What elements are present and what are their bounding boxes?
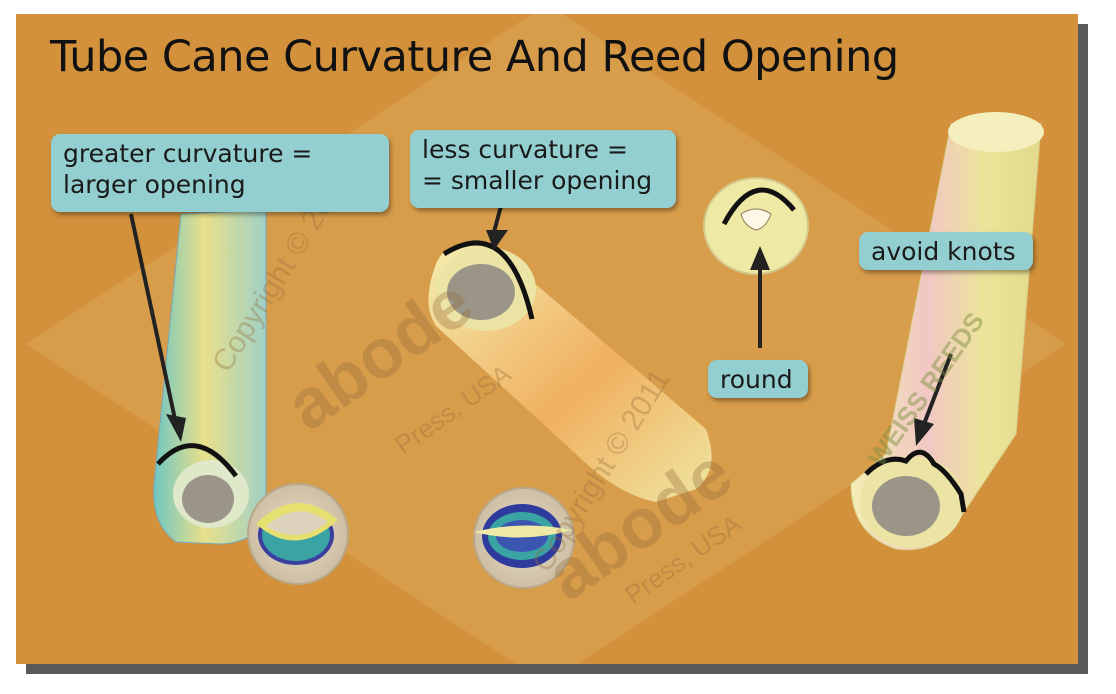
- callout-less-curvature: less curvature = = smaller opening: [410, 130, 676, 208]
- middle-arrow: [492, 205, 503, 233]
- middle-curvature-arc: [442, 240, 535, 320]
- callout-greater-line-2: larger opening: [63, 170, 246, 199]
- diagram-board: Copyright © 2011 Copyright © 2011 abode …: [16, 14, 1078, 664]
- diagram-artwork: [26, 14, 1066, 664]
- middle-cane-tube: [428, 241, 712, 502]
- left-arrow: [129, 213, 178, 425]
- left-cane-tube: [153, 209, 267, 545]
- callout-greater-curvature: greater curvature = larger opening: [51, 134, 389, 212]
- round-curvature-arc: [721, 187, 796, 226]
- diagram-title: Tube Cane Curvature And Reed Opening: [50, 32, 899, 82]
- callout-less-line-1: less curvature =: [422, 135, 628, 164]
- callout-avoid-knots: avoid knots: [859, 232, 1033, 270]
- middle-cross-section: [473, 487, 575, 589]
- right-arrow: [922, 353, 953, 425]
- left-cross-section: [247, 483, 349, 585]
- knot-line: [864, 449, 967, 513]
- callout-greater-line-1: greater curvature =: [63, 139, 313, 168]
- round-cross-section: [703, 177, 809, 275]
- callout-less-line-2: = smaller opening: [422, 166, 653, 195]
- left-curvature-arc: [156, 443, 239, 478]
- right-cane-tube: [850, 112, 1044, 551]
- callout-round: round: [708, 360, 808, 398]
